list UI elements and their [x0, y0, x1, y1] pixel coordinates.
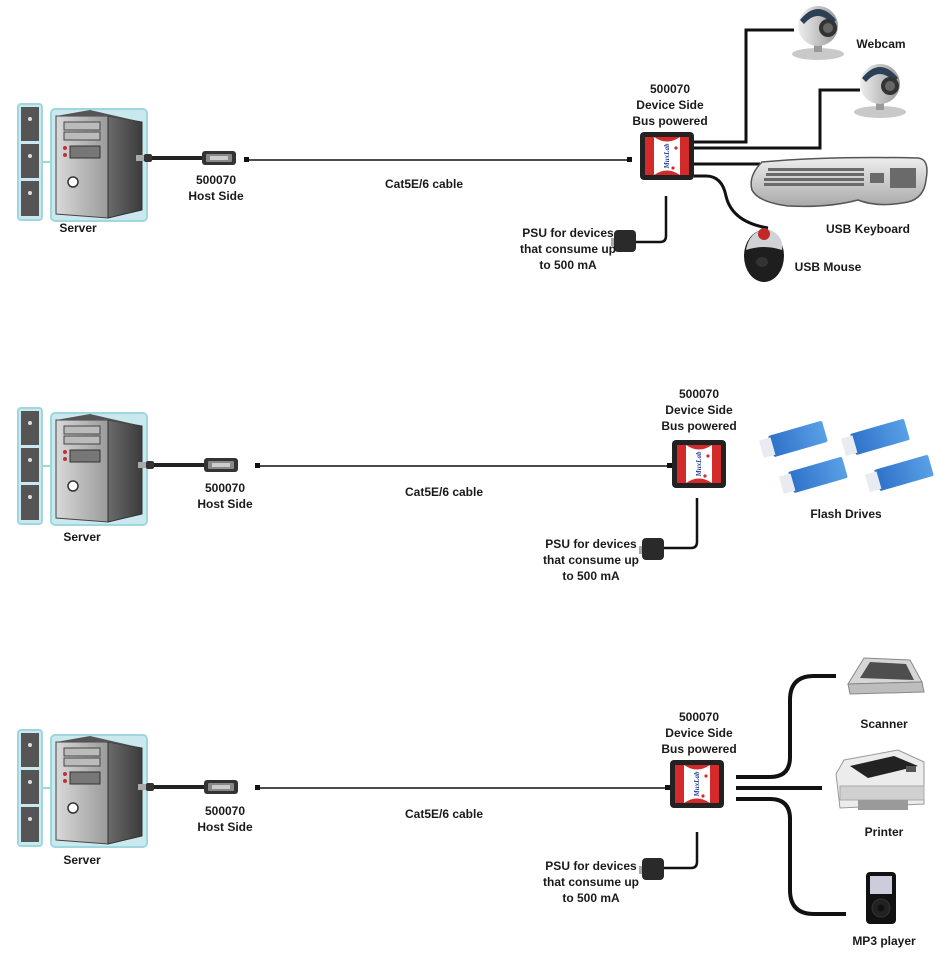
host-adapter-icon — [136, 151, 236, 165]
wiring — [17, 6, 928, 282]
mp3-player-icon — [865, 871, 897, 925]
device-side-unit-icon — [672, 440, 726, 488]
mp3-player-label: MP3 player — [852, 934, 916, 948]
printer-label: Printer — [864, 825, 904, 839]
psu-icon — [639, 538, 664, 560]
server-icon — [17, 407, 148, 526]
device-side-unit-icon — [640, 132, 694, 180]
server-icon — [17, 729, 148, 848]
server-label: Server — [59, 221, 97, 235]
printer-icon — [835, 749, 925, 811]
mouse-icon — [744, 228, 784, 282]
host-adapter-icon — [138, 458, 238, 472]
flash-drive-icon — [778, 456, 848, 496]
psu-icon — [639, 858, 664, 880]
scanner-icon — [847, 657, 925, 695]
flash-drive-icon — [840, 418, 910, 458]
wiring — [17, 657, 925, 925]
scanner-label: Scanner — [860, 717, 908, 731]
cable-label: Cat5E/6 cable — [404, 807, 484, 821]
server-label: Server — [63, 853, 101, 867]
flash-drives-label: Flash Drives — [810, 507, 882, 521]
wiring — [17, 407, 934, 560]
webcam-icon — [792, 6, 844, 60]
webcam-label: Webcam — [856, 37, 906, 51]
cable-label: Cat5E/6 cable — [404, 485, 484, 499]
server-icon — [17, 103, 148, 222]
flash-drive-icon — [864, 454, 934, 494]
keyboard-icon — [750, 156, 928, 208]
cable-label: Cat5E/6 cable — [384, 177, 464, 191]
host-adapter-icon — [138, 780, 238, 794]
webcam-icon — [854, 64, 906, 118]
server-label: Server — [63, 530, 101, 544]
flash-drive-icon — [758, 420, 828, 460]
usb-keyboard-label: USB Keyboard — [825, 222, 911, 236]
device-side-unit-icon — [670, 760, 724, 808]
usb-mouse-label: USB Mouse — [794, 260, 862, 274]
